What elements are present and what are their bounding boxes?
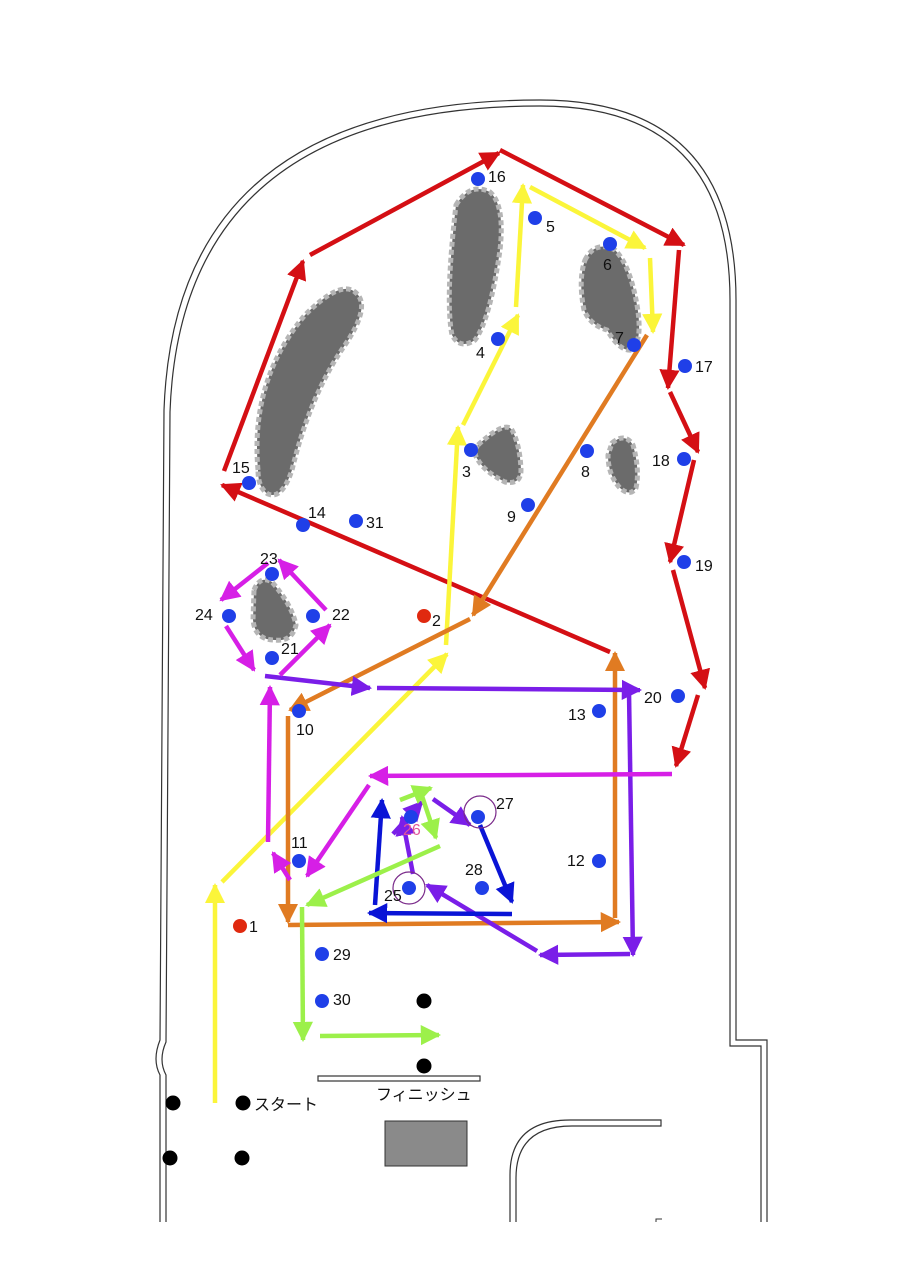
point-31-marker	[349, 514, 363, 528]
obstacle-large	[254, 286, 364, 498]
point-28-marker	[475, 881, 489, 895]
point-15-marker	[242, 476, 256, 490]
point-7-marker	[627, 338, 641, 352]
route-violet	[264, 673, 643, 965]
point-24-label: 24	[195, 607, 213, 624]
gray-box	[384, 1120, 468, 1167]
point-6-label: 6	[603, 257, 612, 274]
obstacle-tall	[446, 186, 504, 347]
point-18-marker	[677, 452, 691, 466]
black-marker	[234, 1150, 250, 1166]
point-15-label: 15	[232, 460, 250, 477]
point-26-label: 26	[403, 822, 421, 839]
point-12-marker	[592, 854, 606, 868]
point-9-marker	[521, 498, 535, 512]
point-2-marker	[417, 609, 431, 623]
point-4-marker	[491, 332, 505, 346]
ring-27	[463, 795, 497, 829]
point-3-label: 3	[462, 464, 471, 481]
point-17-marker	[678, 359, 692, 373]
obstacle-triangle	[472, 424, 524, 485]
point-5-marker	[528, 211, 542, 225]
point-24-marker	[222, 609, 236, 623]
point-21-marker	[265, 651, 279, 665]
start-label: スタート	[254, 1096, 318, 1114]
black-marker	[416, 1058, 432, 1074]
point-5-label: 5	[546, 219, 555, 236]
point-2-label: 2	[432, 613, 441, 630]
point-20-marker	[671, 689, 685, 703]
point-7-label: 7	[615, 330, 624, 347]
point-23-marker	[265, 567, 279, 581]
point-23-label: 23	[260, 551, 278, 568]
point-18-label: 18	[652, 453, 670, 470]
point-1-label: 1	[249, 919, 258, 936]
small-bracket	[655, 1218, 662, 1222]
point-13-marker	[592, 704, 606, 718]
point-27-marker	[471, 810, 485, 824]
obstacle-left-small	[250, 577, 299, 643]
obstacle-small	[605, 435, 640, 495]
point-8-marker	[580, 444, 594, 458]
black-marker	[165, 1095, 181, 1111]
black-markers	[162, 993, 432, 1166]
point-11-marker	[292, 854, 306, 868]
route-yellow	[204, 182, 663, 1103]
point-14-marker	[296, 518, 310, 532]
point-13-label: 13	[568, 707, 586, 724]
bottom-structures	[317, 1075, 662, 1222]
point-17-label: 17	[695, 359, 713, 376]
point-14-label: 14	[308, 505, 326, 522]
point-30-marker	[315, 994, 329, 1008]
point-29-marker	[315, 947, 329, 961]
route-orange	[277, 333, 649, 933]
route-red	[220, 148, 711, 768]
point-30-label: 30	[333, 992, 351, 1009]
obstacles	[250, 186, 642, 643]
route-magenta	[219, 558, 673, 882]
black-marker	[162, 1150, 178, 1166]
route-green	[292, 785, 442, 1046]
point-29-label: 29	[333, 947, 351, 964]
black-marker	[235, 1095, 251, 1111]
point-8-label: 8	[581, 464, 590, 481]
finish-line	[317, 1075, 481, 1082]
point-21-label: 21	[281, 641, 299, 658]
point-22-label: 22	[332, 607, 350, 624]
point-19-marker	[677, 555, 691, 569]
point-10-marker	[292, 704, 306, 718]
numbered-points: 1234567891011121314151617181920212223242…	[195, 169, 713, 1009]
route-blue	[366, 797, 515, 924]
point-22-marker	[306, 609, 320, 623]
point-12-label: 12	[567, 853, 585, 870]
point-6-marker	[603, 237, 617, 251]
point-27-label: 27	[496, 796, 514, 813]
obstacle-right	[578, 244, 642, 353]
arena-outline	[155, 99, 768, 1222]
ring-25	[392, 871, 426, 905]
corner-structure	[509, 1119, 662, 1222]
point-25-marker	[402, 881, 416, 895]
point-11-label: 11	[291, 835, 308, 852]
point-10-label: 10	[296, 722, 314, 739]
point-28-label: 28	[465, 862, 483, 879]
point-3-marker	[464, 443, 478, 457]
point-1-marker	[233, 919, 247, 933]
point-20-label: 20	[644, 690, 662, 707]
point-16-label: 16	[488, 169, 506, 186]
point-25-label: 25	[384, 888, 402, 905]
ring-markers	[392, 795, 497, 905]
point-16-marker	[471, 172, 485, 186]
black-marker	[416, 993, 432, 1009]
point-4-label: 4	[476, 345, 485, 362]
point-31-label: 31	[366, 515, 384, 532]
point-26-marker	[404, 810, 418, 824]
point-19-label: 19	[695, 558, 713, 575]
finish-label: フィニッシュ	[376, 1087, 472, 1104]
point-9-label: 9	[507, 509, 516, 526]
